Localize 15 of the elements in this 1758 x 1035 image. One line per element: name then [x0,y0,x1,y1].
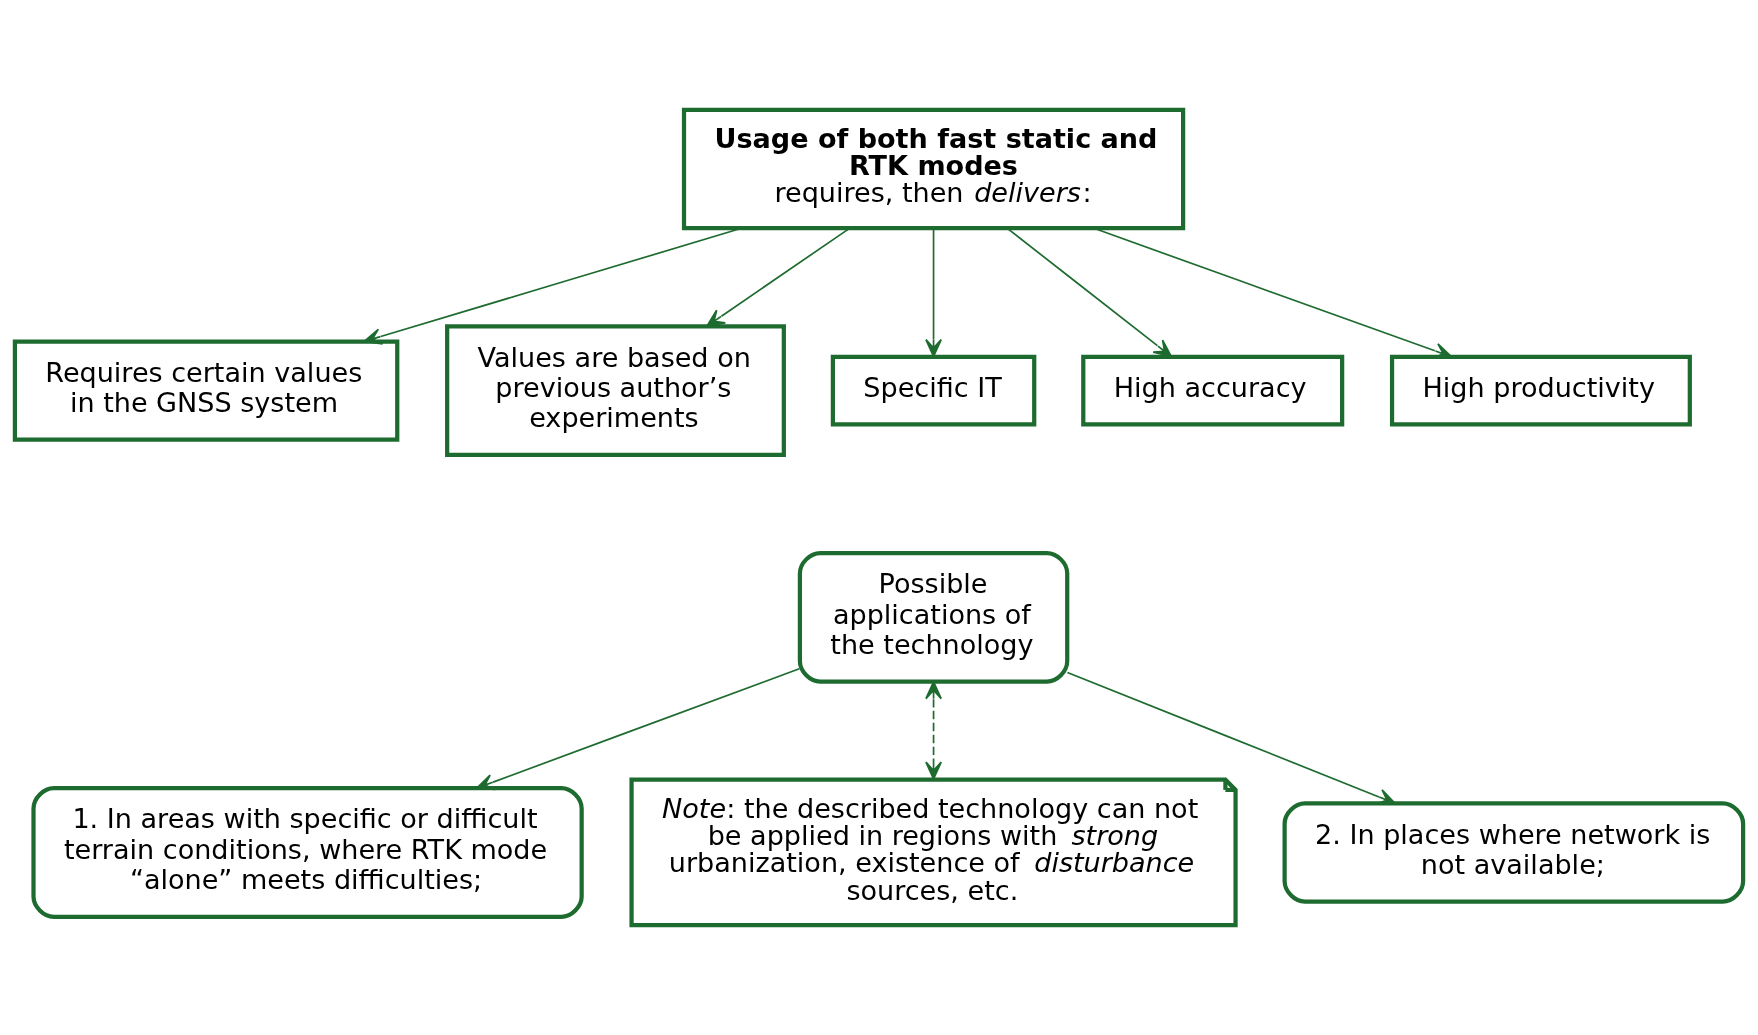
node-box: High productivity [1389,354,1692,427]
arrow [925,227,943,358]
arrow [1006,227,1173,358]
node-box: 2. In places where network is not available; [1282,801,1746,904]
node-box: Possible applications of the technology [797,550,1070,684]
node-box: Specific IT [830,354,1037,427]
arrow [925,680,943,780]
node-box: Usage of both fast static and RTK modes requires, then delivers: [681,107,1186,231]
arrow [476,667,801,791]
node-box: High accuracy [1081,354,1345,427]
node-box: Values are based on previous author’s experiments [445,324,786,457]
arrow [1066,671,1396,805]
arrow [706,227,850,327]
node-box: Requires certain values in the GNSS system [12,339,400,442]
node-box: 1. In areas with specific or difficult terrain conditions, where RTK mode “alone” meets difficulties; [31,786,584,919]
